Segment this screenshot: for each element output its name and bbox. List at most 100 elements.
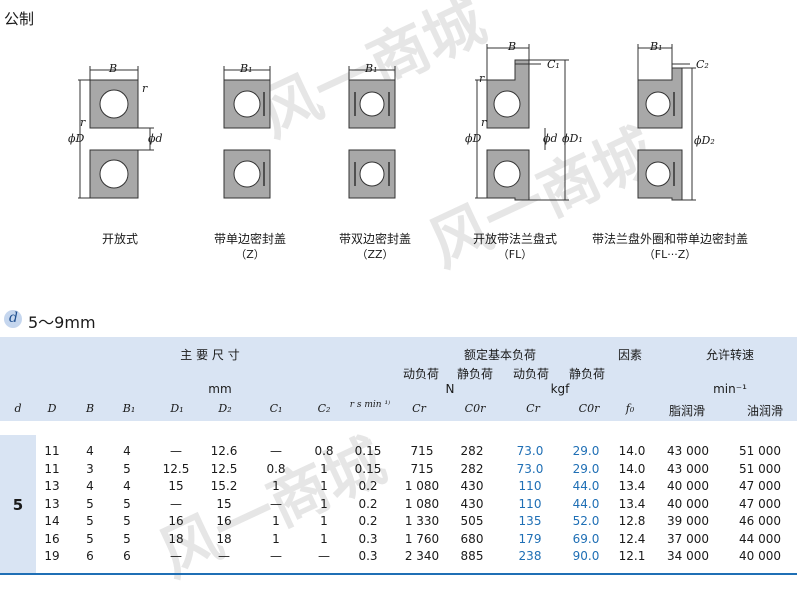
table-cell: 4 [123, 479, 131, 493]
caption-flanged-seal: 带法兰盘外圈和带单边密封盖 [591, 232, 748, 246]
table-cell: 43 000 [667, 461, 709, 476]
table-cell: 179 [518, 531, 542, 546]
dim-r-top: r [142, 82, 148, 95]
table-cell: 6 [123, 549, 131, 563]
code-single-seal: （Z） [235, 248, 265, 261]
table-cell: 715 [410, 444, 434, 458]
table-cell: 5 [86, 514, 94, 528]
dim-d: ϕd [543, 132, 558, 145]
table-cell: 0.3 [358, 549, 378, 563]
col-rsmin: r s min ¹⁾ [349, 400, 391, 410]
table-cell: 5 [123, 514, 131, 528]
caption-single-seal: 带单边密封盖 [213, 232, 286, 246]
table-cell: 69.0 [572, 531, 600, 546]
table-cell: 16 [44, 531, 60, 546]
group-speed: 允许转速 [705, 348, 754, 362]
table-cell: 13 [44, 479, 60, 493]
table-cell: 5 [123, 461, 131, 476]
table-cell: 15 [168, 479, 184, 493]
table-cell: 44.0 [572, 496, 600, 511]
table-cell: 13 [44, 496, 60, 511]
table-cell: 0.2 [358, 514, 378, 528]
table-cell: 1 [320, 514, 328, 528]
dynamic-load-kgf: 动负荷 [512, 367, 549, 381]
table-cell: 14.0 [618, 461, 646, 476]
unit-kgf: kgf [550, 382, 570, 396]
table-cell: 430 [460, 496, 484, 511]
table-cell: 1 [272, 531, 280, 546]
table-cell: 2 340 [404, 549, 440, 563]
dim-B: B [109, 62, 118, 75]
diagram-single-seal: B₁ [200, 0, 300, 220]
table-cell: 34 000 [667, 549, 709, 563]
table-cell: 73.0 [516, 444, 544, 458]
table-cell: 51 000 [739, 444, 781, 458]
table-cell: 1 760 [404, 531, 440, 546]
code-flanged-seal: （FL···Z） [643, 248, 697, 261]
section-range: 5～9mm [28, 313, 96, 332]
table-cell: — [170, 496, 182, 511]
table-cell: 16 [168, 514, 184, 528]
table-cell: 11 [44, 461, 60, 476]
table-cell: — [170, 444, 182, 458]
dim-B1: B₁ [365, 62, 378, 75]
dim-B1: B₁ [650, 40, 663, 53]
table-cell: — [170, 549, 182, 563]
dim-D: ϕD [68, 132, 85, 145]
dim-D2: ϕD₂ [694, 134, 715, 147]
bearing-drawing [78, 66, 154, 199]
caption-open-flanged: 开放带法兰盘式 [472, 232, 557, 246]
caption-open: 开放式 [101, 232, 138, 246]
dim-C1: C₁ [547, 58, 560, 71]
table-cell: 51 000 [739, 461, 781, 476]
table-cell: 1 [320, 531, 328, 546]
dim-C2: C₂ [696, 58, 709, 71]
bearing-drawing [475, 44, 569, 201]
table-cell: 29.0 [572, 444, 600, 458]
table-cell: 5 [86, 531, 94, 546]
table-cell: 0.8 [314, 444, 334, 458]
table-cell: 4 [123, 444, 131, 458]
table-cell: 12.5 [210, 461, 238, 476]
group-factor: 因素 [617, 348, 642, 362]
table-cell: 238 [518, 549, 542, 563]
table-cell: 37 000 [667, 531, 709, 546]
table-cell: 12.4 [618, 531, 646, 546]
table-cell: 680 [460, 531, 484, 546]
diagram-double-seal: B₁ [325, 0, 425, 220]
table-cell: 13.4 [618, 479, 646, 493]
unit-mm: mm [208, 382, 232, 396]
table-cell: 135 [518, 514, 542, 528]
table-cell: 12.8 [618, 514, 646, 528]
dim-D1: ϕD₁ [562, 132, 583, 145]
table-cell: 0.8 [266, 461, 286, 476]
code-double-seal: （ZZ） [356, 248, 394, 261]
col-C1: C₁ [269, 402, 283, 415]
table-cell: 18 [168, 531, 184, 546]
dim-r-side: r [80, 116, 86, 129]
table-cell: 11 [44, 444, 60, 458]
code-open-flanged: （FL） [497, 248, 533, 261]
table-cell: 47 000 [739, 496, 781, 511]
table-cell: 90.0 [572, 549, 600, 563]
row-group-d [0, 435, 36, 573]
table-cell: — [318, 549, 330, 563]
diagram-flanged-seal: B₁ C₂ ϕD₂ [620, 0, 740, 220]
col-c0r-kgf: C0r [578, 402, 600, 415]
col-C2: C₂ [317, 402, 331, 415]
table-cell: 282 [460, 444, 484, 458]
col-B: B [85, 402, 95, 415]
table-cell: — [218, 549, 230, 563]
table-cell: 18 [216, 531, 232, 546]
table-cell: 19 [44, 549, 60, 563]
table-cell: 47 000 [739, 479, 781, 493]
table-cell: 0.2 [358, 479, 378, 493]
dim-d: ϕd [148, 132, 163, 145]
table-cell: 4 [86, 444, 94, 458]
table-cell: 0.15 [354, 444, 382, 458]
group-load: 额定基本负荷 [463, 348, 536, 362]
table-cell: 6 [86, 549, 94, 563]
dim-r-top: r [479, 72, 485, 85]
table-cell: 5 [123, 531, 131, 546]
col-cr-n: Cr [412, 402, 426, 415]
